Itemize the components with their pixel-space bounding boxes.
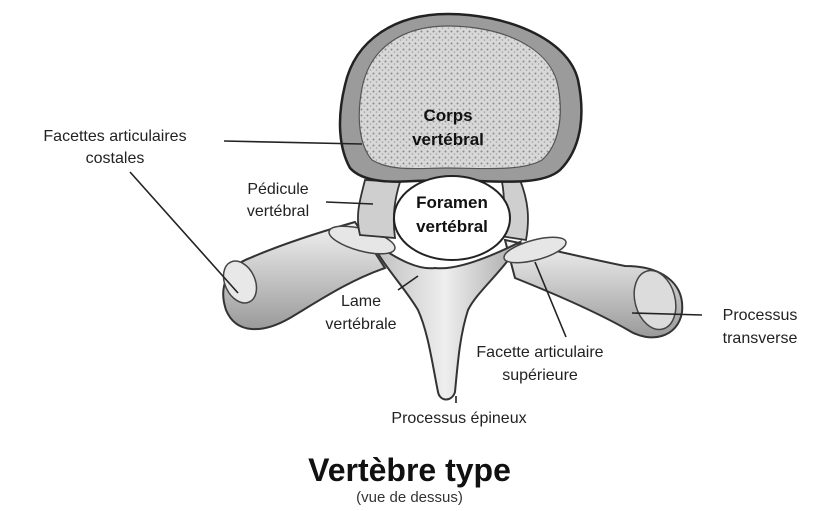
processus-transverse-label-1: Processus: [723, 307, 798, 324]
lame-label-1: Lame: [341, 293, 381, 310]
facette-sup-label-1: Facette articulaire: [476, 344, 603, 361]
lame-label-2: vertébrale: [325, 316, 396, 333]
corps-label-1: Corps: [423, 106, 472, 125]
pedicule-label-2: vertébral: [247, 203, 309, 220]
figure-title: Vertèbre type: [0, 452, 819, 489]
processus-transverse-label-2: transverse: [723, 330, 798, 347]
leader-facettes-costales-bottom: [130, 172, 238, 293]
foramen-label-2: vertébral: [416, 217, 488, 236]
corps-label-2: vertébral: [412, 130, 484, 149]
facette-sup-label-2: supérieure: [502, 367, 578, 384]
processus-epineux-label: Processus épineux: [391, 410, 526, 427]
left-pedicle: [358, 180, 400, 238]
figure-subtitle: (vue de dessus): [0, 489, 819, 506]
foramen-label-1: Foramen: [416, 193, 488, 212]
facettes-costales-label-1: Facettes articulaires: [43, 128, 186, 145]
vertebral-body: [340, 14, 581, 182]
pedicule-label-1: Pédicule: [247, 181, 308, 198]
facettes-costales-label-2: costales: [86, 150, 145, 167]
